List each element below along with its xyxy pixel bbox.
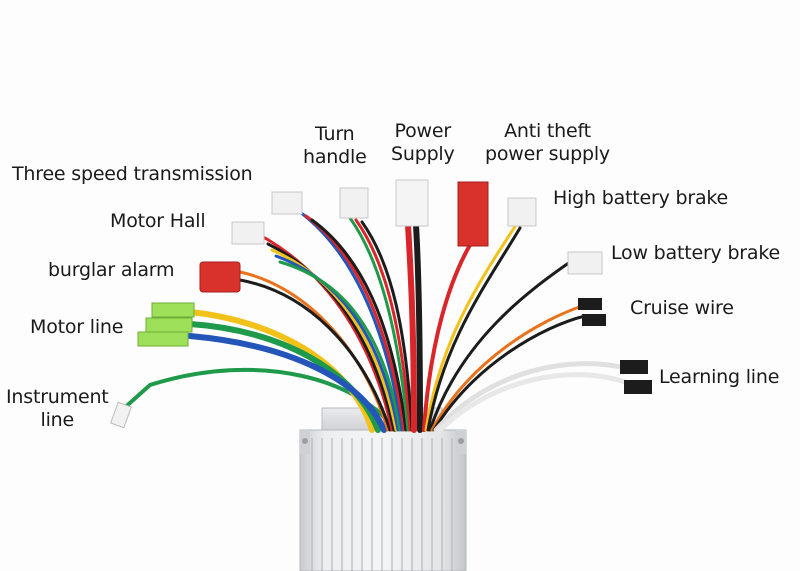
label-turn-handle: Turn handle xyxy=(303,123,367,168)
label-instrument-line: Instrument line xyxy=(6,386,109,431)
label-burglar-alarm: burglar alarm xyxy=(48,259,175,281)
label-motor-hall: Motor Hall xyxy=(110,210,206,232)
wire-bundle xyxy=(120,210,628,435)
label-motor-line: Motor line xyxy=(30,316,124,338)
label-anti-theft-power-supply: Anti theft power supply xyxy=(485,120,610,165)
label-three-speed-transmission: Three speed transmission xyxy=(12,163,253,185)
controller-housing xyxy=(299,407,467,571)
label-learning-line: Learning line xyxy=(659,366,780,388)
label-cruise-wire: Cruise wire xyxy=(630,297,734,319)
label-power-supply: Power Supply xyxy=(391,120,455,165)
connectors xyxy=(110,179,652,429)
label-low-battery-brake: Low battery brake xyxy=(611,242,780,264)
label-high-battery-brake: High battery brake xyxy=(553,187,729,209)
